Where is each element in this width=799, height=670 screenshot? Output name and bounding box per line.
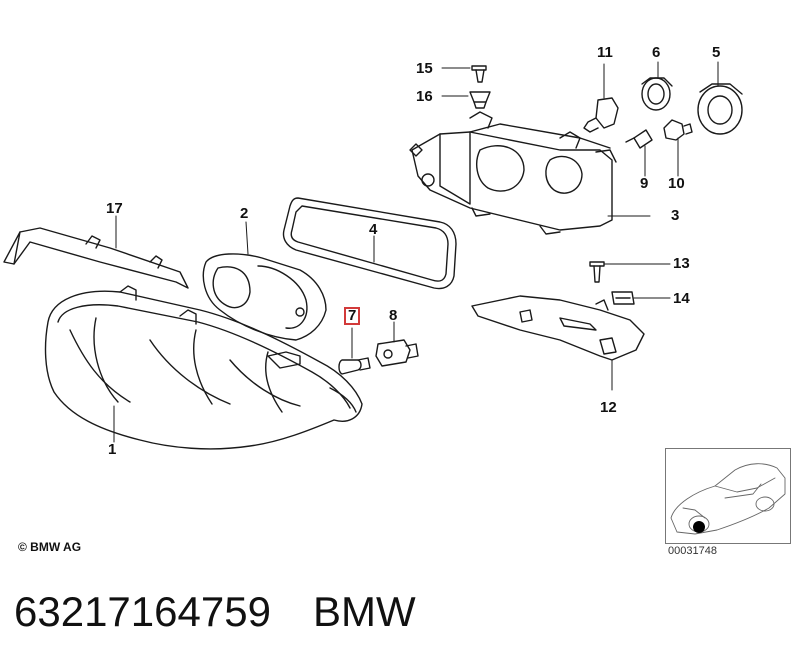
part-17-trim-strip [3, 227, 189, 289]
callout-1: 1 [108, 441, 117, 458]
callout-11: 11 [597, 44, 613, 61]
footer: 63217164759 BMW [14, 588, 458, 636]
callout-12: 12 [600, 399, 617, 416]
part-2-reflector [202, 253, 327, 341]
part-12-bracket [471, 295, 645, 361]
part-15-screw [471, 65, 487, 83]
callout-16: 16 [416, 88, 433, 105]
callout-9: 9 [640, 175, 649, 192]
inset-frame [665, 448, 791, 544]
part-14-clip-nut [611, 291, 635, 305]
callout-8: 8 [389, 307, 398, 324]
part-13-screw [589, 261, 605, 283]
callout-15: 15 [416, 60, 433, 77]
part-16-clip [469, 91, 491, 109]
part-1-headlight [44, 285, 363, 450]
part-number: 63217164759 [14, 588, 271, 635]
part-5-cap [697, 83, 743, 135]
part-6-grommet [641, 77, 673, 111]
inset-location-marker [693, 521, 705, 533]
copyright-text: © BMW AG [18, 540, 82, 554]
callout-7[interactable]: 7 [344, 307, 361, 325]
callout-13: 13 [673, 255, 690, 272]
callout-4: 4 [369, 221, 378, 238]
brand-name: BMW [312, 588, 416, 635]
part-9-bulb [625, 129, 653, 149]
callout-17: 17 [106, 200, 123, 217]
leader-lines [113, 61, 719, 443]
callout-10: 10 [668, 175, 685, 192]
inset-code: 00031748 [668, 545, 717, 557]
part-4-gasket [282, 197, 457, 290]
callout-5: 5 [712, 44, 721, 61]
callout-6: 6 [652, 44, 661, 61]
part-11-socket [583, 97, 619, 133]
parts-exploded-diagram [3, 61, 786, 535]
callout-2: 2 [240, 205, 249, 222]
callout-14: 14 [673, 290, 690, 307]
part-10-bulb-holder [663, 119, 693, 141]
part-7-bulb [338, 357, 371, 375]
callout-3: 3 [671, 207, 680, 224]
part-3-housing [409, 111, 617, 235]
part-8-socket [375, 339, 419, 367]
